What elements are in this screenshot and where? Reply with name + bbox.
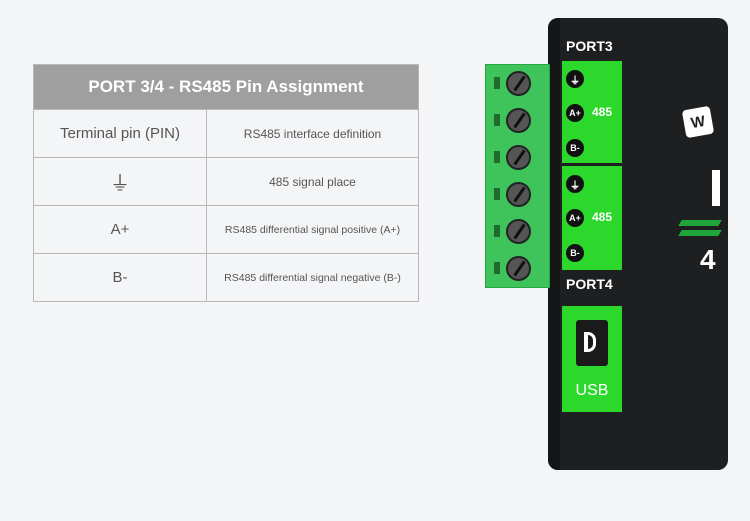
terminal-slot <box>494 188 500 200</box>
device-edge-shade <box>548 18 560 470</box>
terminal-slot <box>494 262 500 274</box>
header-interface-definition: RS485 interface definition <box>243 126 382 141</box>
table-row: B- RS485 differential signal negative (B… <box>34 253 418 301</box>
device-digit: 4 <box>700 244 716 275</box>
port3-label: PORT3 <box>566 38 613 54</box>
table-title: PORT 3/4 - RS485 Pin Assignment <box>34 65 418 109</box>
device-mark <box>712 170 720 206</box>
terminal-slot <box>494 151 500 163</box>
pin-a-plus: A+ <box>566 209 584 227</box>
row-pin: B- <box>34 254 207 301</box>
pin-a-plus: A+ <box>566 104 584 122</box>
pin-assignment-table: PORT 3/4 - RS485 Pin Assignment Terminal… <box>33 64 419 302</box>
table-header-row: Terminal pin (PIN) RS485 interface defin… <box>34 109 418 157</box>
table-row: A+ RS485 differential signal positive (A… <box>34 205 418 253</box>
table-row: ⏚ 485 signal place <box>34 157 418 205</box>
screw-icon <box>506 219 531 244</box>
row-pin: A+ <box>34 206 207 253</box>
pin-b-minus: B- <box>566 139 584 157</box>
port3-protocol: 485 <box>592 105 613 119</box>
ground-icon: ⏚ <box>566 70 584 88</box>
terminal-slot <box>494 114 500 126</box>
row-definition: RS485 differential signal positive (A+) <box>224 223 401 236</box>
pin-b-minus: B- <box>566 244 584 262</box>
green-stripe <box>678 220 722 226</box>
screw-icon <box>506 108 531 133</box>
terminal-slot <box>494 225 500 237</box>
screw-icon <box>506 256 531 281</box>
usb-port-icon <box>576 320 608 366</box>
terminal-slot <box>494 77 500 89</box>
screw-icon <box>506 182 531 207</box>
header-terminal-pin: Terminal pin (PIN) <box>34 110 207 157</box>
screw-icon <box>506 145 531 170</box>
row-definition: 485 signal place <box>269 174 356 189</box>
brand-logo-icon: W <box>681 105 715 139</box>
screw-icon <box>506 71 531 96</box>
port4-label: PORT4 <box>566 276 613 292</box>
ground-icon: ⏚ <box>566 175 584 193</box>
row-definition: RS485 differential signal negative (B-) <box>224 271 401 284</box>
port4-protocol: 485 <box>592 210 613 224</box>
terminal-block <box>485 64 550 288</box>
green-stripe <box>678 230 722 236</box>
ground-icon: ⏚ <box>34 158 207 205</box>
usb-panel: USB <box>562 306 622 412</box>
usb-label: USB <box>575 382 609 399</box>
